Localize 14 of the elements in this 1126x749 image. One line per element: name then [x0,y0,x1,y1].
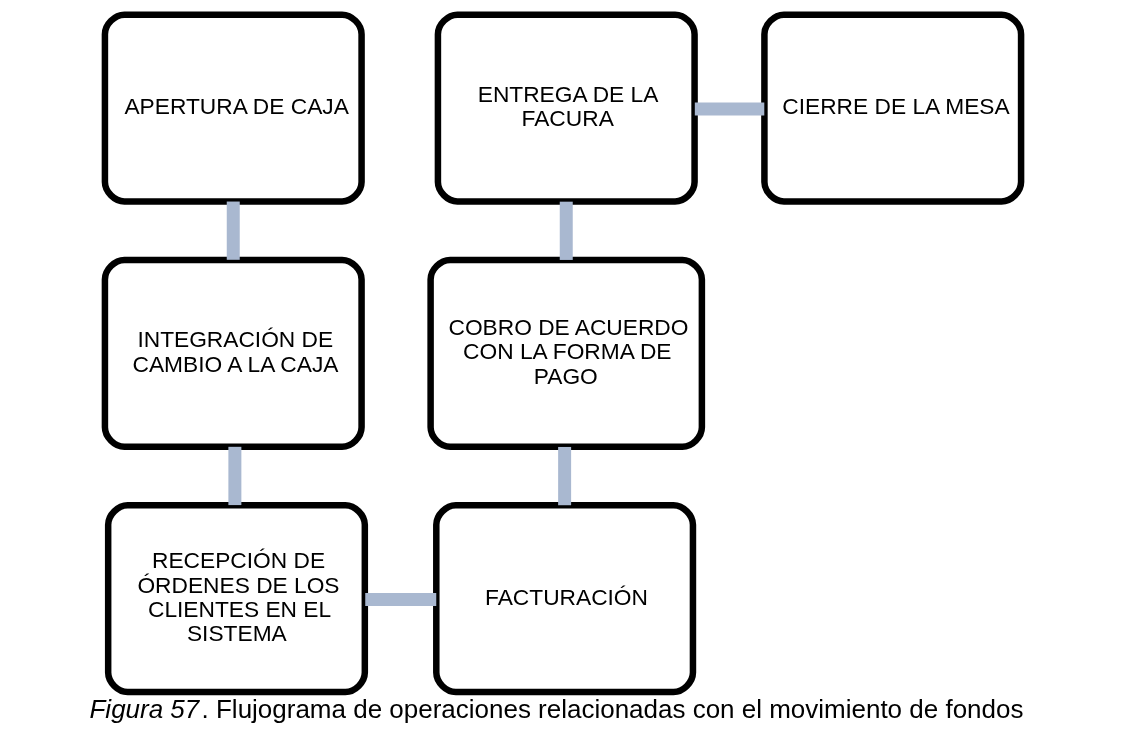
node-box: RECEPCIÓN DE ÓRDENES DE LOS CLIENTES EN EL SISTEMA [104,502,369,696]
connector [228,446,242,506]
node-box: INTEGRACIÓN DE CAMBIO A LA CAJA [101,256,365,451]
connector [226,201,240,260]
connector [559,201,573,260]
connector [694,102,765,116]
node-box: COBRO DE ACUERDO CON LA FORMA DE PAGO [427,256,706,451]
node-box: ENTREGA DE LA FACURA [434,11,698,205]
node-box: APERTURA DE CAJA [101,11,365,205]
connector [365,593,437,606]
connector [558,446,572,506]
node-box: FACTURACIÓN [433,502,697,696]
caption: Figura 57. Flujograma de operaciones relacionadas con el movimiento de fondos [89,693,1024,724]
node-box: CIERRE DE LA MESA [761,11,1025,205]
